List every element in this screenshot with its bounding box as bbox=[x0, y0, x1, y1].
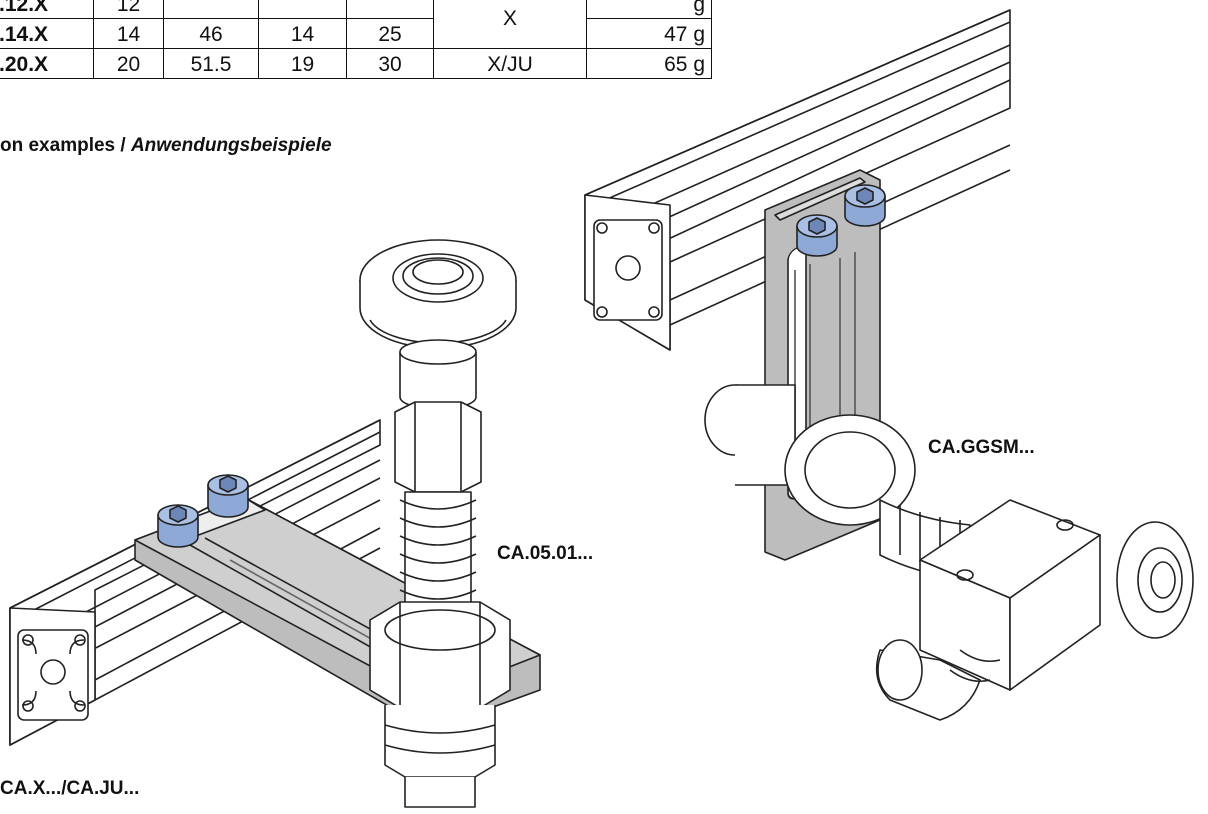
table-cell: 30 bbox=[346, 48, 434, 79]
table-cell-code: .14.X bbox=[0, 18, 94, 49]
table-row: .12.X 12 X g bbox=[0, 0, 712, 49]
table-cell-code: .20.X bbox=[0, 48, 94, 79]
label-ca-05-01: CA.05.01... bbox=[497, 543, 594, 564]
aluminium-profile-left bbox=[9, 419, 381, 746]
section-heading: on examples / Anwendungsbeispiele bbox=[0, 135, 332, 157]
bolt-right-1 bbox=[796, 214, 838, 257]
bolt-right-2 bbox=[844, 184, 886, 227]
table-cell: 51.5 bbox=[163, 48, 259, 79]
table-cell: 20 bbox=[93, 48, 164, 79]
table-row: .14.X 14 46 14 25 47 g bbox=[0, 18, 712, 49]
table-cell: 14 bbox=[93, 18, 164, 49]
table-cell: 46 bbox=[163, 18, 259, 49]
gripper-assembly-right bbox=[704, 384, 1194, 721]
spec-table: .12.X 12 X g .14.X 14 46 14 25 47 g .20.… bbox=[0, 0, 712, 79]
bolt-left-2 bbox=[207, 474, 249, 518]
aluminium-profile-right bbox=[584, 9, 1011, 351]
heading-german: Anwendungsbeispiele bbox=[130, 135, 332, 156]
bolt-left-1 bbox=[157, 504, 199, 548]
heading-prefix: on examples / bbox=[0, 135, 131, 156]
suction-cup-assembly bbox=[359, 239, 517, 808]
table-cell-weight: 47 g bbox=[586, 18, 712, 49]
label-ca-x-ju: CA.X.../CA.JU... bbox=[0, 778, 140, 799]
table-cell: 14 bbox=[258, 18, 347, 49]
table-cell-material: X/JU bbox=[433, 48, 587, 79]
label-ca-ggsm: CA.GGSM... bbox=[928, 437, 1035, 458]
table-row: .20.X 20 51.5 19 30 X/JU 65 g bbox=[0, 48, 712, 79]
table-cell-weight: 65 g bbox=[586, 48, 712, 79]
table-cell-code: .12.X bbox=[0, 0, 94, 19]
table-cell: 19 bbox=[258, 48, 347, 79]
